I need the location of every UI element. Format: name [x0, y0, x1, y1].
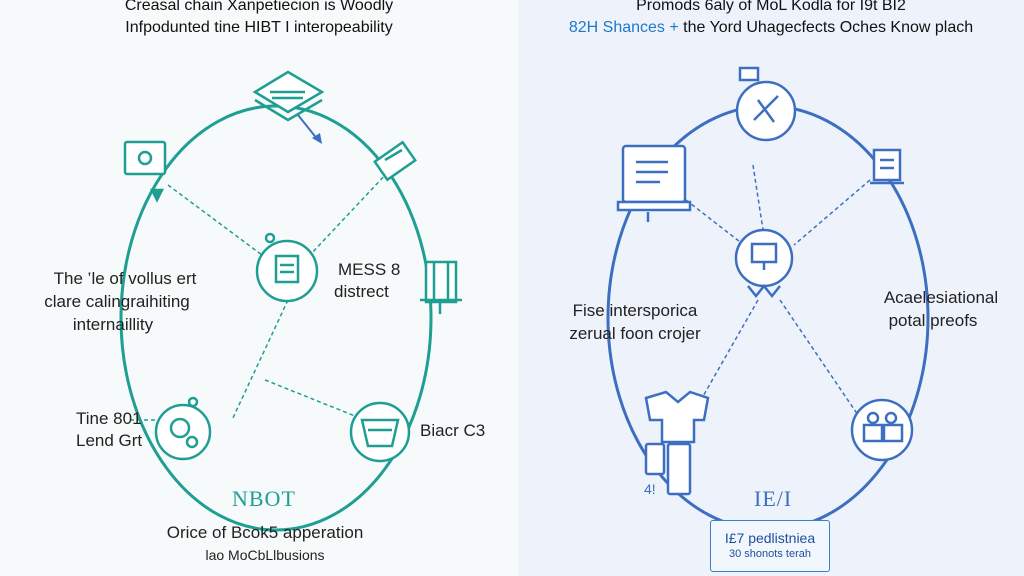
server-tower-icon	[420, 260, 462, 314]
right-title-line1: Promods 6aly of MoL Kodla for I9t BI2	[636, 0, 906, 14]
right-bottom-code: IE/I	[754, 486, 793, 511]
shirt-device-icon	[644, 390, 710, 496]
left-side-label-line1: The ‛le of vollus ert	[53, 269, 197, 288]
right-panel: Promods 6aly of MoL Kodla for I9t BI2 82…	[518, 0, 1024, 576]
laptop-icon	[373, 140, 417, 182]
left-bottom-code: NBOT	[232, 486, 296, 511]
small-monitor-icon	[870, 148, 904, 185]
left-connectors	[130, 171, 389, 421]
right-side-label-line1: Acaelesiational	[883, 288, 999, 307]
right-connectors	[685, 164, 871, 419]
right-badge-line1: I£7 pedlistniea	[724, 530, 816, 546]
bottom-left-label-line1: Tine 801	[76, 409, 142, 428]
right-side-label-line2: potal preofs	[888, 311, 978, 330]
computer-monitor-icon	[123, 140, 167, 203]
person-lock-icon	[735, 66, 797, 142]
left-title-line1: Creasal chain Xanpetiecion is Woodly	[124, 0, 394, 14]
left-center-label-line1: MESS 8	[338, 260, 401, 279]
left-center-label-line2: distrect	[334, 282, 389, 301]
right-badge-line2: 30 shonots terah	[729, 548, 811, 560]
left-network-diagram	[119, 70, 462, 532]
people-network-icon	[850, 398, 914, 462]
central-node-icon	[734, 228, 794, 299]
right-title-rest: the Yord Uhagecfects Oches Know plach	[678, 19, 974, 36]
bottom-right-label: Biacr C3	[420, 421, 486, 440]
right-bottom-left-mark: 4!	[644, 481, 656, 497]
left-footer-line1: Orice of Bcok5 apperation	[166, 523, 364, 542]
right-info-badge: I£7 pedlistniea 30 shonots terah	[710, 520, 830, 572]
left-panel: Creasal chain Xanpetiecion is Woodly Inf…	[44, 0, 486, 563]
right-network-diagram	[606, 66, 930, 532]
left-title-line2: Infpodunted tine HIBT I interopeability	[125, 19, 393, 36]
left-footer-line2: lao MoCbLlbusions	[205, 547, 325, 563]
stacked-layers-icon	[252, 70, 325, 122]
right-center-left-label-line2: zerual foon crojer	[569, 324, 701, 343]
chip-icon	[349, 401, 411, 463]
left-side-label-line3: internaillity	[72, 315, 154, 334]
bottom-left-label-line2: Lend Grt	[76, 431, 143, 450]
document-monitor-icon	[616, 144, 692, 222]
gear-cluster-icon	[154, 396, 212, 461]
left-side-label-line2: clare calingraihiting	[44, 292, 190, 311]
network-node-icon	[255, 232, 319, 303]
right-title-line2: 82H Shances + the Yord Uhagecfects Oches…	[518, 19, 1024, 37]
right-title-prefix: 82H Shances +	[568, 19, 679, 36]
right-center-left-label-line1: Fise intersporica	[572, 301, 698, 320]
